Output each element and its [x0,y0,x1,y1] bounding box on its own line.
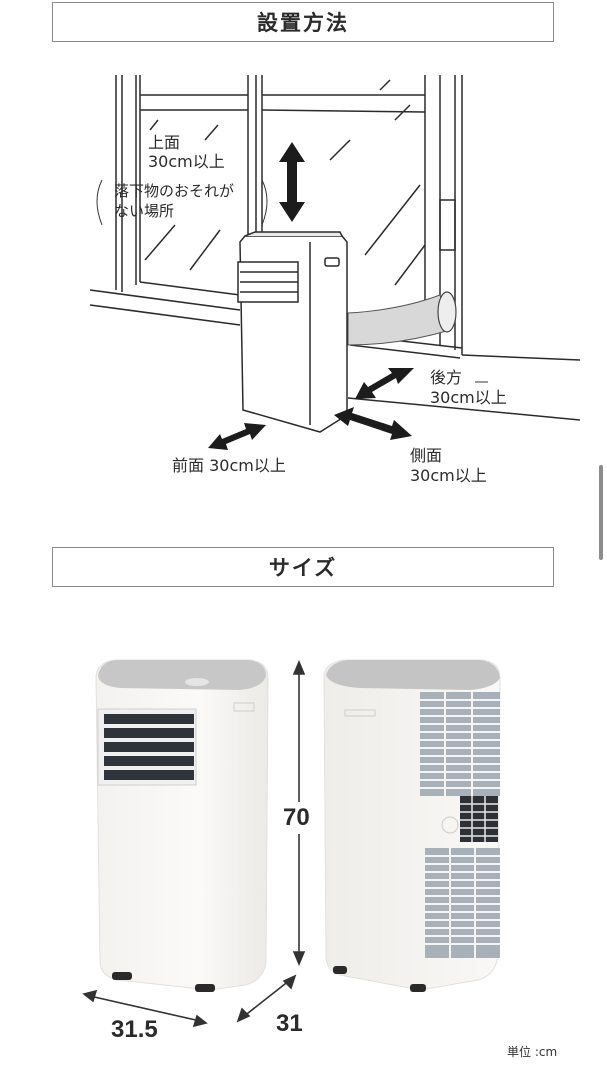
back-clearance-value: 30cm以上 [430,388,507,407]
top-clearance-value: 30cm以上 [148,152,225,171]
unit-label: 単位 :cm [507,1045,558,1059]
back-view-unit [323,659,501,992]
page-scrollbar[interactable] [599,0,603,1080]
size-section-header: サイズ [52,547,554,587]
width-dimension-label: 31.5 [111,1016,158,1043]
top-clearance-title: 上面 [148,133,181,152]
back-clearance-title: 後方 [430,368,463,387]
top-clearance-note-line2: ない場所 [114,202,175,220]
depth-dimension-label: 31 [276,1010,303,1037]
size-title: サイズ [268,556,338,580]
front-clearance-label: 前面 30cm以上 [172,456,286,475]
installation-section-header: 設置方法 [52,2,554,42]
size-product-images [82,659,501,1028]
scrollbar-thumb[interactable] [599,465,603,560]
installation-title: 設置方法 [257,11,349,35]
side-clearance-value: 30cm以上 [410,466,487,485]
installation-illustration [89,75,581,450]
height-dimension-label: 70 [283,802,310,834]
front-view-unit [95,659,269,992]
top-clearance-note-line1: 落下物のおそれが [114,182,235,200]
side-clearance-title: 側面 [410,446,443,465]
